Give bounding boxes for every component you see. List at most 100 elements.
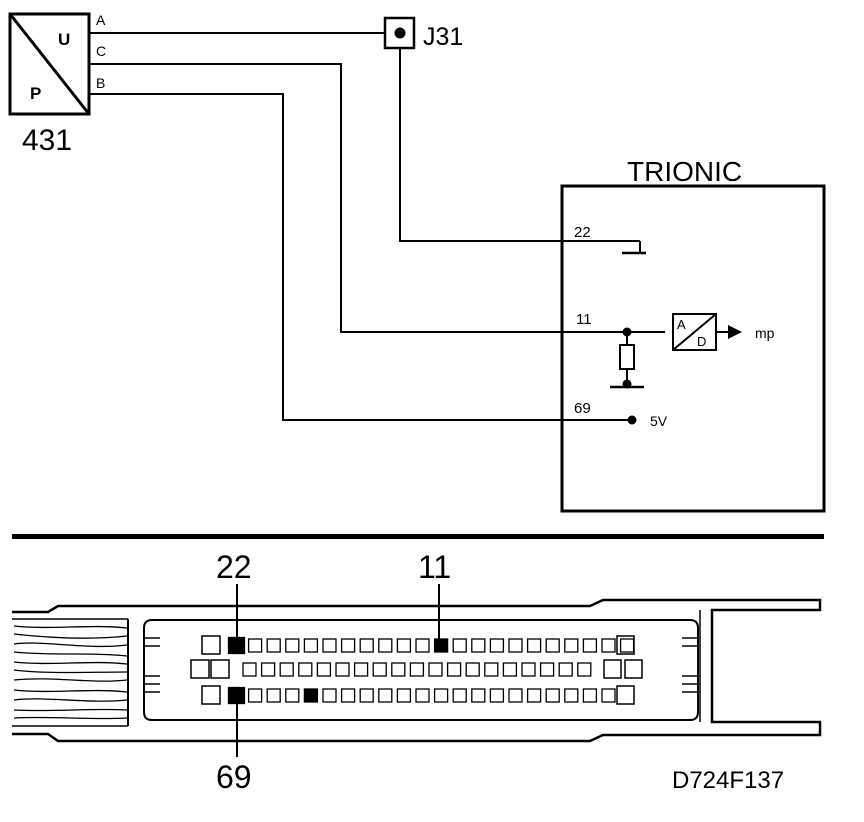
connector-pin [526,688,542,703]
connector-pin [247,638,263,653]
callout-69: 69 [216,759,252,795]
sensor-diagonal [8,13,91,115]
connector-pin [489,688,505,703]
connector-pin [433,688,449,703]
connector-pin [409,662,425,677]
connector-pin [452,638,467,653]
connector-pin [415,638,430,653]
latch-slots-left [144,637,160,693]
supply-node [627,415,637,425]
connector-pin [285,638,300,653]
connector-pin [526,638,542,653]
connector-pin [396,638,412,653]
connector-pin [564,638,579,653]
sensor-id: 431 [22,124,72,157]
connector-pin [303,638,319,653]
connector-pin [601,688,616,703]
corner-pins [190,635,643,705]
adc-diagonal [672,313,717,351]
connector-pin [378,638,393,653]
ecu-supply-label: 5V [650,413,668,429]
sensor-label-p: P [30,84,41,103]
connector-pin [266,638,281,653]
pressure-sensor-431: U P 431 A C B [8,12,106,157]
connector-pin [564,688,579,703]
wire-a-ground [89,32,640,242]
connector-pin [428,662,443,677]
trionic-ecu: TRIONIC 22 11 A D mp 69 5V [560,156,826,513]
connector-pin [316,662,332,677]
ecu-connector: 22 11 69 [12,549,822,795]
connector-pin [484,662,499,677]
figure-id: D724F137 [672,767,784,794]
pin-row-top [227,636,635,655]
connector-pin [242,662,257,677]
connector-pin [489,638,505,653]
connector-pin [471,638,486,653]
ecu-pin-69: 69 [574,400,591,417]
latch-slots-right [682,637,698,693]
ecu-pin-22: 22 [574,224,591,241]
adc-label-a: A [677,317,686,332]
callout-11: 11 [418,549,451,585]
adc-label-d: D [697,334,706,349]
connector-pin [359,638,374,653]
connector-pin [340,688,356,703]
connector-pin [502,662,518,677]
junction-j31: J31 [383,16,463,51]
ecu-box [560,184,826,513]
connector-pin [266,688,281,703]
sensor-pin-a: A [96,12,106,28]
connector-pin [545,638,560,653]
connector-pin [335,662,350,677]
connector-pin [285,688,300,703]
connector-pin [582,688,598,703]
junction-dot [394,27,406,39]
connector-pin [353,662,369,677]
wires [89,32,665,421]
harness-outline [12,598,822,743]
connector-pin [391,662,406,677]
pin-row-bottom [227,686,616,705]
connector-pin [378,688,393,703]
adc-output-arrow [728,325,742,339]
connector-pin-used [433,638,449,653]
connector-pin [508,638,523,653]
ecu-title: TRIONIC [627,156,742,187]
connector-pin [446,662,462,677]
junction-id: J31 [423,23,463,51]
connector-pin [260,662,276,677]
sensor-label-u: U [58,30,70,49]
connector-pin [545,688,560,703]
connector-pin [415,688,430,703]
connector-pin [298,662,313,677]
connector-pin [521,662,536,677]
connector-pin-used [303,688,319,703]
connector-pin [322,638,337,653]
connector-pin [279,662,294,677]
connector-pin [508,688,523,703]
pullup-resistor [619,344,635,370]
connector-pin [471,688,486,703]
connector-pin [340,638,356,653]
connector-pin [601,638,616,653]
ecu-output-label: mp [755,325,775,341]
connector-pin [372,662,387,677]
connector-pin [465,662,480,677]
connector-pin [322,688,337,703]
ecu-pin-11: 11 [576,311,592,328]
connector-pin [452,688,467,703]
connector-pin [396,688,412,703]
connector-pin [558,662,573,677]
connector-pin [359,688,374,703]
sensor-pin-b: B [96,75,105,91]
connector-pin [539,662,555,677]
wire-bundle [13,625,128,720]
connector-pin [582,638,598,653]
wire-c-signal [89,63,665,333]
connector-pin [247,688,263,703]
sensor-pin-c: C [96,43,106,59]
pin-row-middle [242,662,592,677]
connector-pin [619,638,635,653]
